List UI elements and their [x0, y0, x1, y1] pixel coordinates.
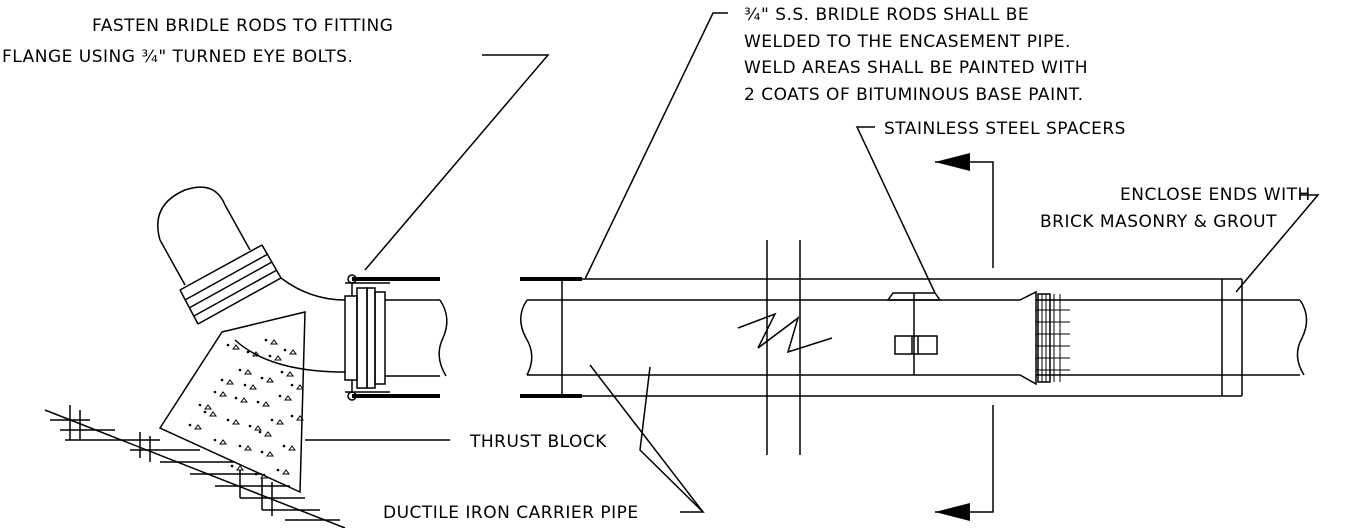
- upper-pipe-end: [157, 186, 226, 241]
- concrete-aggregate-mark: [264, 431, 272, 437]
- concrete-aggregate-mark: [204, 404, 212, 410]
- enclose-note-line1: ENCLOSE ENDS WITH: [1120, 185, 1311, 205]
- concrete-aggregate-mark: [276, 419, 284, 425]
- carrier-pipe-label: DUCTILE IRON CARRIER PIPE: [383, 503, 639, 523]
- leader-lines: [305, 12, 1320, 513]
- concrete-aggregate-dot: [264, 338, 268, 342]
- concrete-aggregate-dot: [260, 450, 264, 454]
- concrete-aggregate-mark: [249, 384, 257, 390]
- concrete-aggregate-dot: [282, 444, 286, 448]
- bridle-note-line4: 2 COATS OF BITUMINOUS BASE PAINT.: [744, 85, 1084, 105]
- concrete-aggregate-mark: [284, 395, 292, 401]
- concrete-aggregate-dot: [203, 410, 207, 414]
- thrust-block: [158, 311, 306, 494]
- concrete-aggregate-mark: [296, 415, 304, 421]
- bridle-note-line2: WELDED TO THE ENCASEMENT PIPE.: [744, 32, 1071, 52]
- concrete-aggregate-dot: [260, 376, 264, 380]
- bend-fitting-assembly: [44, 186, 448, 528]
- concrete-aggregate-mark: [270, 339, 278, 345]
- concrete-aggregate-mark: [266, 377, 274, 383]
- break-line: [737, 240, 833, 455]
- concrete-aggregate-mark: [289, 349, 297, 355]
- concrete-aggregate-dot: [270, 418, 274, 422]
- concrete-aggregate-dot: [246, 350, 250, 354]
- concrete-aggregate-mark: [262, 401, 270, 407]
- concrete-aggregate-dot: [234, 396, 238, 400]
- concrete-aggregate-dot: [213, 438, 217, 442]
- concrete-aggregate-dot: [220, 378, 224, 382]
- concrete-aggregate-mark: [244, 445, 252, 451]
- bridle-note-line1: ¾" S.S. BRIDLE RODS SHALL BE: [744, 5, 1029, 25]
- bell-joint: [1019, 290, 1037, 386]
- concrete-aggregate-dot: [290, 414, 294, 418]
- enclose-note-line2: BRICK MASONRY & GROUT: [1040, 212, 1277, 232]
- concrete-aggregate-mark: [252, 351, 260, 357]
- fitting-flange: [344, 287, 448, 389]
- concrete-aggregate-mark: [236, 465, 244, 471]
- concrete-aggregate-mark: [240, 397, 248, 403]
- concrete-aggregate-dot: [258, 430, 262, 434]
- concrete-aggregate-mark: [260, 473, 268, 479]
- concrete-aggregate-dot: [280, 370, 284, 374]
- concrete-aggregate-mark: [244, 369, 252, 375]
- bend-inner: [234, 339, 346, 373]
- concrete-aggregate-dot: [256, 400, 260, 404]
- concrete-aggregate-mark: [232, 344, 240, 350]
- concrete-aggregate-dot: [213, 390, 217, 394]
- concrete-aggregate-dot: [238, 444, 242, 448]
- concrete-aggregate-dot: [226, 343, 230, 347]
- concrete-aggregate-dot: [278, 394, 282, 398]
- concrete-aggregate-dot: [188, 423, 192, 427]
- concrete-aggregate-dot: [238, 368, 242, 372]
- concrete-aggregate-mark: [266, 451, 274, 457]
- thrust-block-label: THRUST BLOCK: [469, 432, 607, 452]
- concrete-aggregate-dot: [243, 383, 247, 387]
- upper-flange: [179, 244, 282, 325]
- concrete-aggregate-mark: [194, 424, 202, 430]
- concrete-aggregate-mark: [288, 445, 296, 451]
- concrete-aggregate-mark: [296, 384, 304, 390]
- ground-hatch: [44, 405, 346, 528]
- concrete-aggregate-dot: [276, 468, 280, 472]
- carrier-pipe-end-right: [1296, 299, 1308, 376]
- concrete-aggregate-mark: [286, 371, 294, 377]
- concrete-aggregate-mark: [226, 379, 234, 385]
- fasten-note-line1: FASTEN BRIDLE RODS TO FITTING: [92, 16, 393, 36]
- section-cut-line: [935, 153, 994, 521]
- concrete-aggregate-dot: [226, 418, 230, 422]
- concrete-aggregate-mark: [232, 419, 240, 425]
- concrete-aggregate-dot: [290, 383, 294, 387]
- bend-outer: [280, 277, 346, 301]
- concrete-aggregate-mark: [254, 425, 262, 431]
- concrete-aggregate-dot: [283, 348, 287, 352]
- concrete-aggregate-mark: [219, 391, 227, 397]
- concrete-aggregate-mark: [209, 411, 217, 417]
- joint-restrainer: [1036, 293, 1070, 383]
- concrete-aggregate-dot: [248, 424, 252, 428]
- concrete-aggregate-mark: [274, 355, 282, 361]
- concrete-aggregate-dot: [268, 354, 272, 358]
- fasten-note-line2: FLANGE USING ¾" TURNED EYE BOLTS.: [2, 47, 353, 67]
- concrete-aggregate-dot: [230, 464, 234, 468]
- concrete-aggregate-mark: [282, 469, 290, 475]
- concrete-aggregate-dot: [198, 403, 202, 407]
- encasement-assembly: [520, 153, 1308, 521]
- bridle-note-line3: WELD AREAS SHALL BE PAINTED WITH: [744, 58, 1088, 78]
- stainless-steel-spacer: [886, 292, 942, 375]
- concrete-aggregate-mark: [219, 439, 227, 445]
- carrier-pipe-end-left: [520, 299, 533, 376]
- spacers-label: STAINLESS STEEL SPACERS: [884, 119, 1126, 139]
